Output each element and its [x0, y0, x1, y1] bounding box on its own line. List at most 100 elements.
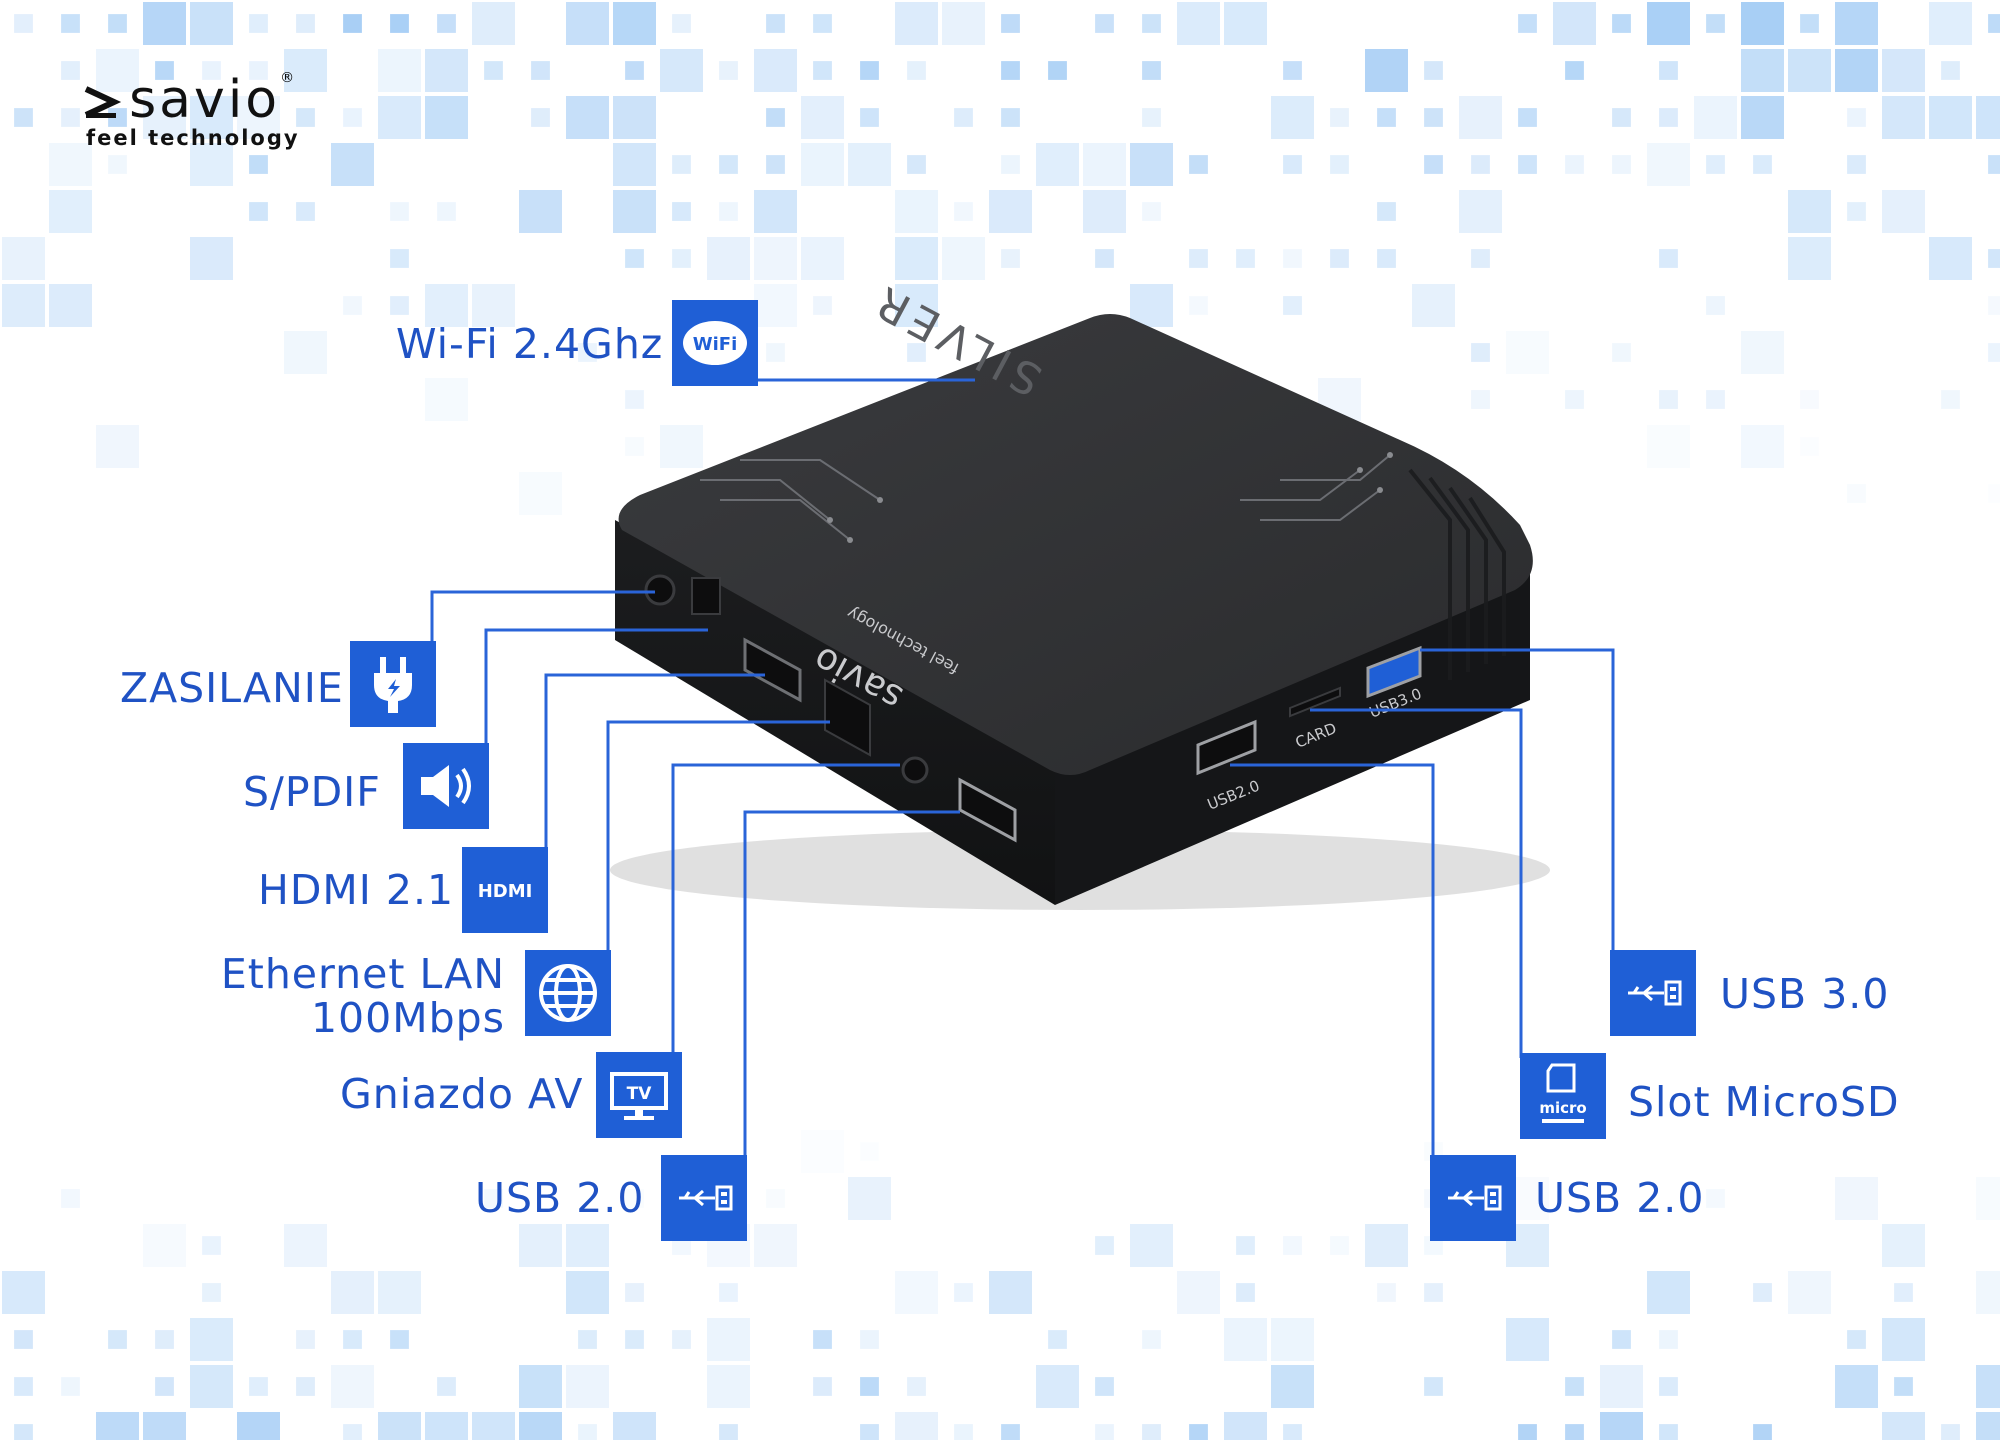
mosaic-tile	[1412, 284, 1455, 327]
mosaic-tile	[989, 190, 1032, 233]
mosaic-tile	[801, 96, 844, 139]
brand-mark-icon	[84, 86, 122, 118]
mosaic-tile	[437, 1377, 456, 1396]
mosaic-tile	[378, 96, 421, 139]
mosaic-tile	[378, 49, 421, 92]
mosaic-tile	[660, 425, 703, 468]
mosaic-tile	[1788, 190, 1831, 233]
mosaic-tile	[1706, 155, 1725, 174]
mosaic-tile	[143, 2, 186, 45]
mosaic-tile	[1612, 1330, 1631, 1349]
mosaic-tile	[190, 237, 233, 280]
mosaic-tile	[425, 378, 468, 421]
mosaic-tile	[1800, 14, 1819, 33]
mosaic-tile	[1224, 1412, 1267, 1440]
mosaic-tile	[1095, 249, 1114, 268]
microsd-label: Slot MicroSD	[1628, 1078, 1900, 1126]
mosaic-tile	[296, 108, 315, 127]
mosaic-tile	[1377, 108, 1396, 127]
mosaic-tile	[707, 1318, 750, 1361]
mosaic-tile	[1753, 1283, 1772, 1302]
mosaic-tile	[1659, 249, 1678, 268]
mosaic-tile	[613, 1412, 656, 1440]
mosaic-tile	[1706, 390, 1725, 409]
mosaic-tile	[1976, 96, 2000, 139]
mosaic-tile	[813, 61, 832, 80]
mosaic-tile	[519, 1412, 562, 1440]
mosaic-tile	[1659, 1424, 1678, 1440]
mosaic-tile	[1565, 390, 1584, 409]
mosaic-tile	[895, 284, 938, 327]
mosaic-tile	[848, 1177, 891, 1220]
mosaic-tile	[1988, 249, 2000, 268]
mosaic-tile	[1976, 1271, 2000, 1314]
mosaic-tile	[625, 437, 644, 456]
spdif-callout-line	[484, 628, 708, 745]
mosaic-tile	[1471, 249, 1490, 268]
globe-icon	[525, 950, 611, 1036]
mosaic-tile	[907, 155, 926, 174]
mosaic-tile	[1083, 143, 1126, 186]
mosaic-tile	[907, 61, 926, 80]
spdif-label: S/PDIF	[243, 768, 381, 816]
mosaic-tile	[1471, 390, 1490, 409]
mosaic-tile	[1224, 2, 1267, 45]
mosaic-tile	[1189, 155, 1208, 174]
mosaic-tile	[895, 237, 938, 280]
mosaic-tile	[719, 1283, 738, 1302]
mosaic-tile	[1612, 343, 1631, 362]
mosaic-tile	[1847, 155, 1866, 174]
mosaic-tile	[1377, 1283, 1396, 1302]
mosaic-tile	[108, 155, 127, 174]
mosaic-tile	[155, 1377, 174, 1396]
mosaic-tile	[813, 1330, 832, 1349]
mosaic-tile	[848, 143, 891, 186]
mosaic-tile	[1189, 296, 1208, 315]
mosaic-tile	[1753, 155, 1772, 174]
mosaic-tile	[1518, 155, 1537, 174]
mosaic-tile	[1377, 202, 1396, 221]
mosaic-tile	[190, 1318, 233, 1361]
mosaic-tile	[1506, 331, 1549, 374]
mosaic-tile	[1929, 237, 1972, 280]
hdmi-callout-line	[544, 673, 765, 847]
registered-mark: ®	[280, 70, 295, 86]
mosaic-tile	[1800, 390, 1819, 409]
mosaic-tile	[96, 49, 139, 92]
mosaic-tile	[378, 1271, 421, 1314]
mosaic-tile	[1236, 1283, 1255, 1302]
mosaic-tile	[1659, 108, 1678, 127]
mosaic-tile	[1612, 108, 1631, 127]
mosaic-tile	[1130, 1224, 1173, 1267]
ethernet-callout-line	[606, 720, 830, 950]
mosaic-tile	[625, 1330, 644, 1349]
mosaic-tile	[1882, 1412, 1925, 1440]
microsd-callout-line	[1310, 708, 1523, 1058]
mosaic-tile	[1424, 1377, 1443, 1396]
mosaic-tile	[1518, 14, 1537, 33]
mosaic-tile	[895, 190, 938, 233]
brand-logo: savio® feel technology	[84, 70, 300, 150]
mosaic-tile	[1271, 1318, 1314, 1361]
mosaic-tile	[1177, 1271, 1220, 1314]
mosaic-tile	[1142, 1424, 1161, 1440]
mosaic-tile	[108, 1330, 127, 1349]
mosaic-tile	[202, 1283, 221, 1302]
mosaic-tile	[566, 2, 609, 45]
mosaic-tile	[1882, 49, 1925, 92]
mosaic-tile	[1882, 1224, 1925, 1267]
mosaic-tile	[1001, 108, 1020, 127]
mosaic-tile	[1506, 1318, 1549, 1361]
hdmi-icon-text: HDMI	[478, 881, 533, 902]
mosaic-tile	[954, 202, 973, 221]
mosaic-tile	[1424, 155, 1443, 174]
mosaic-tile	[1600, 1412, 1643, 1440]
mosaic-tile	[907, 343, 926, 362]
mosaic-tile	[1788, 49, 1831, 92]
ethernet-label-line1: Ethernet LAN	[220, 950, 505, 998]
mosaic-tile	[625, 1189, 644, 1208]
mosaic-tile	[1459, 96, 1502, 139]
mosaic-tile	[707, 1365, 750, 1408]
mosaic-tile	[1647, 2, 1690, 45]
